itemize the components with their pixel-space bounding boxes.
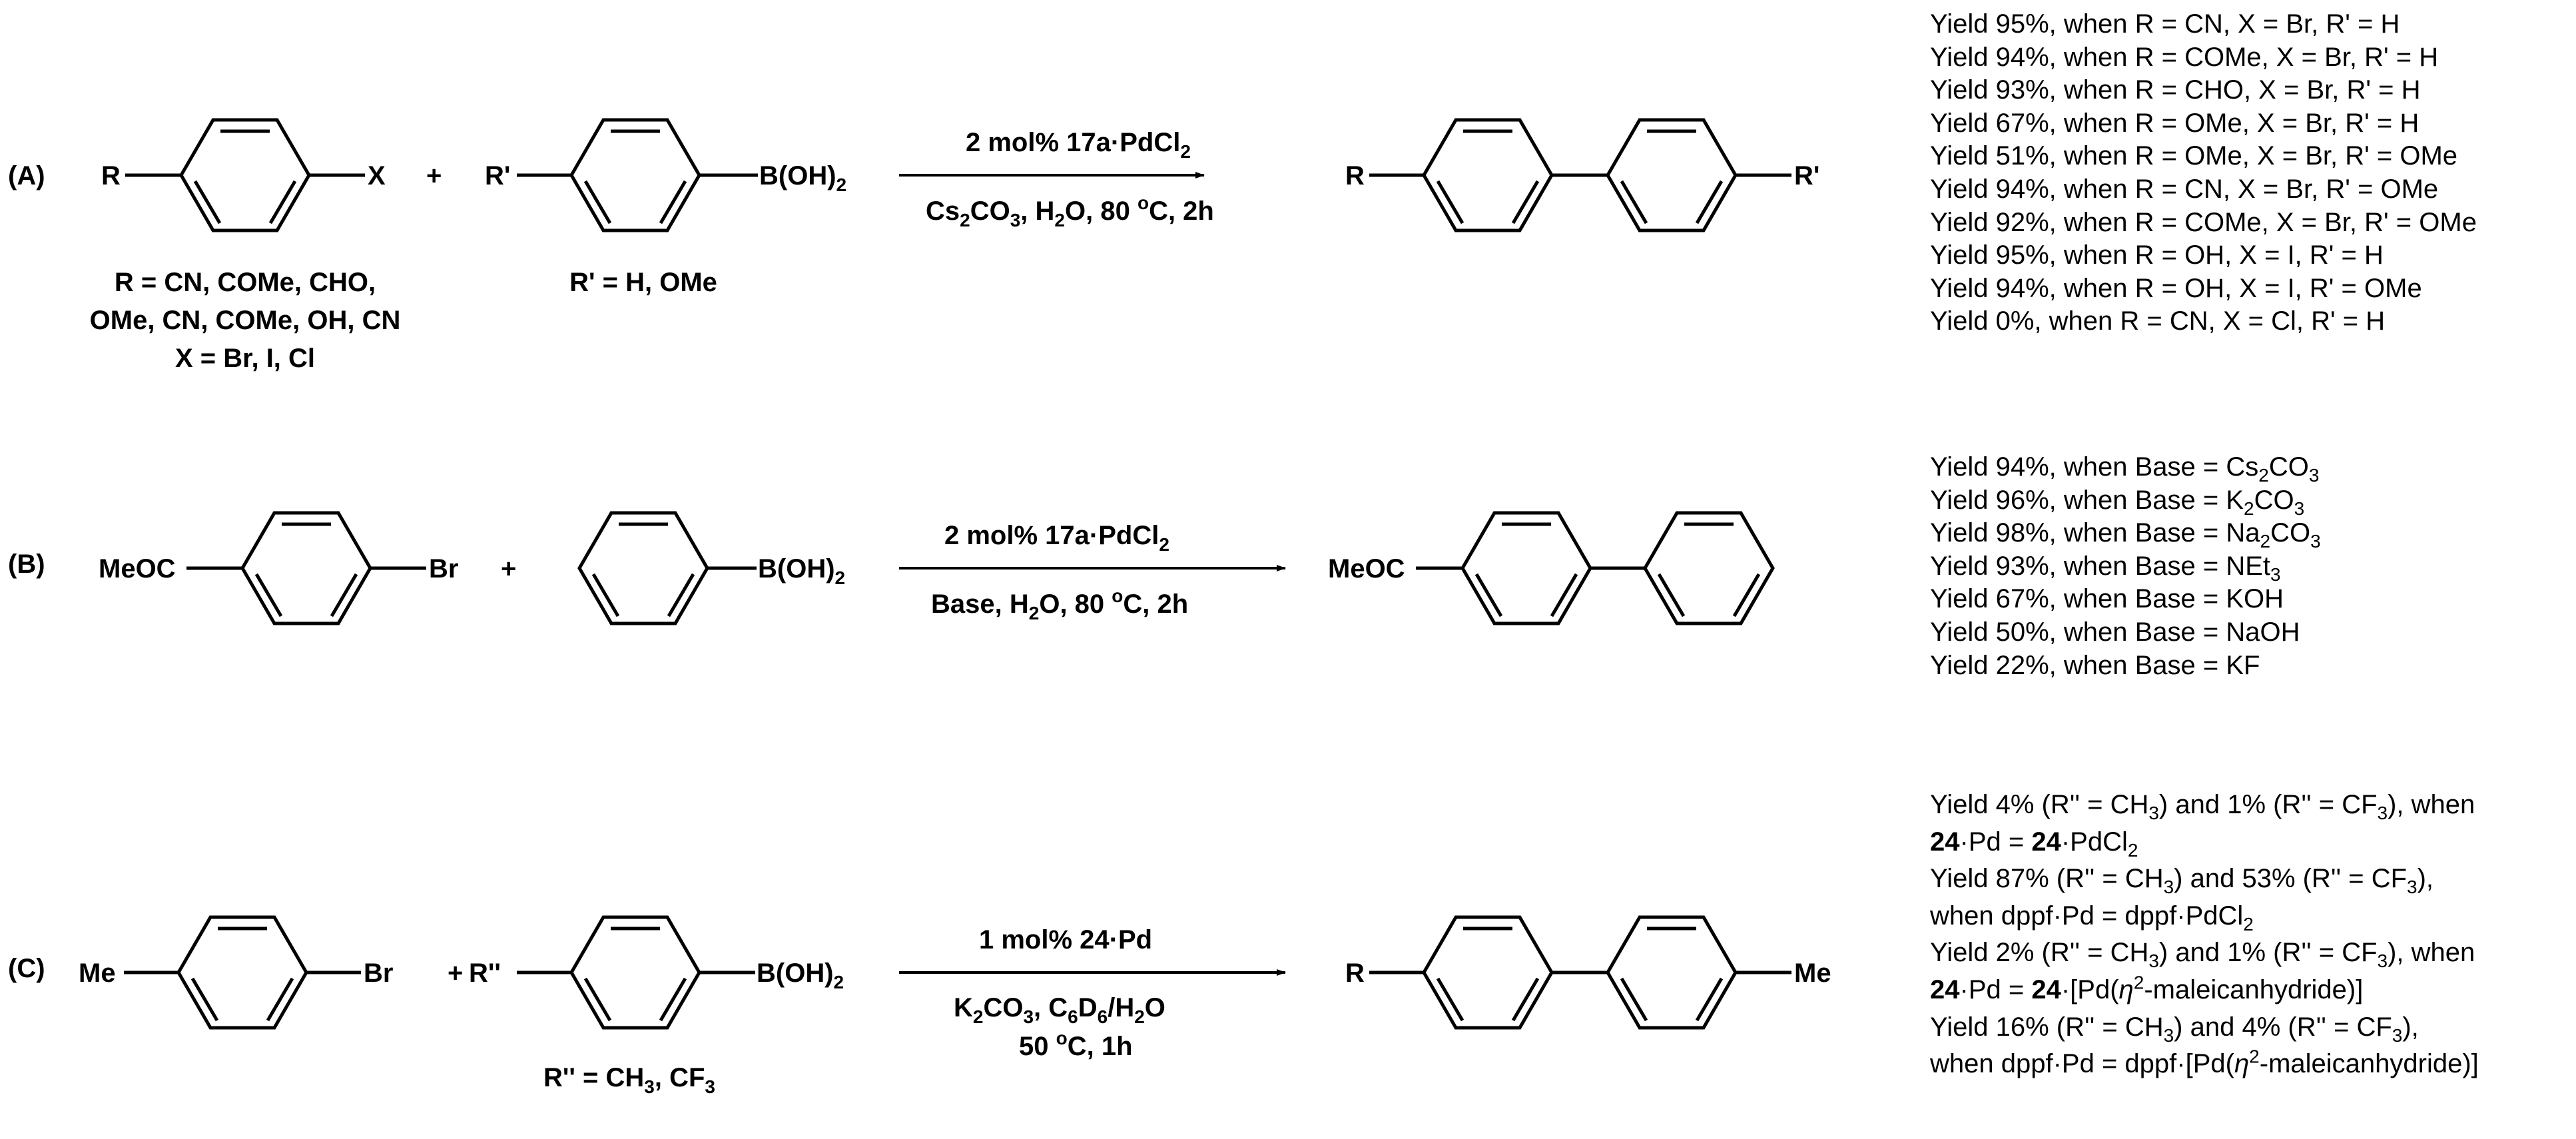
yield-entry: Yield 95%, when R = CN, X = Br, R' = H (1930, 9, 2400, 39)
boronic-acid-group: B(OH)2 (758, 554, 845, 588)
benzene-ring (1424, 120, 1552, 230)
yield-entry: Yield 22%, when Base = KF (1930, 650, 2260, 680)
yield-entry-catalyst: when dppf·Pd = dppf·[Pd(η2-maleicanhydri… (1930, 1046, 2479, 1079)
yield-entry: Yield 95%, when R = OH, X = I, R' = H (1930, 240, 2384, 270)
note-a-x-groups: X = Br, I, Cl (175, 344, 315, 373)
conditions-c-line3: 50 oC, 1h (1019, 1028, 1133, 1061)
benzene-ring (571, 120, 699, 230)
note-a-r-groups-line2: OMe, CN, COMe, OH, CN (90, 306, 401, 335)
conditions-a-line2: Cs2CO3, H2O, 80 oC, 2h (926, 192, 1214, 230)
yield-entry: Yield 16% (R'' = CH3) and 4% (R'' = CF3)… (1930, 1012, 2419, 1046)
reactant-a1-left-group: R (101, 161, 121, 190)
yield-entry: Yield 67%, when Base = KOH (1930, 584, 2284, 614)
benzene-ring (571, 917, 699, 1028)
yield-entry: Yield 51%, when R = OMe, X = Br, R' = OM… (1930, 141, 2458, 171)
scheme-a: (A) R X + R' B(OH)2 2 mol% 17a·PdCl2 Cs2… (8, 120, 1819, 373)
reactant-c2-left-group: R'' (469, 958, 501, 988)
benzene-ring (181, 120, 309, 230)
product-a-left-group: R (1345, 161, 1365, 190)
reactant-c2-boronic-acid: R'' B(OH)2 (469, 917, 844, 1028)
conditions-b-line1: 2 mol% 17a·PdCl2 (944, 521, 1169, 555)
scheme-a-label: (A) (8, 161, 45, 190)
product-c-biaryl: R Me (1345, 917, 1831, 1028)
reactant-a1-right-group: X (368, 161, 386, 190)
scheme-b-label: (B) (8, 550, 45, 579)
yields-list-b: Yield 94%, when Base = Cs2CO3 Yield 96%,… (1930, 451, 2321, 682)
reactant-a2-boronic-acid: R' B(OH)2 (485, 120, 846, 230)
benzene-ring (1424, 917, 1552, 1028)
reactant-b1-right-group: Br (429, 554, 458, 583)
reactant-c1-right-group: Br (364, 958, 393, 988)
yield-entry: Yield 2% (R'' = CH3) and 1% (R'' = CF3),… (1930, 938, 2475, 972)
plus-sign-b: + (501, 554, 516, 583)
yield-entry: Yield 92%, when R = COMe, X = Br, R' = O… (1930, 207, 2477, 237)
yield-entry-catalyst: 24·Pd = 24·[Pd(η2-maleicanhydride)] (1930, 972, 2364, 1004)
product-a-biaryl: R R' (1345, 120, 1819, 230)
reactant-a2-left-group: R' (485, 161, 510, 190)
reactant-b1-left-group: MeOC (99, 554, 176, 583)
reactant-c1-left-group: Me (79, 958, 116, 988)
yields-list-c: Yield 4% (R'' = CH3) and 1% (R'' = CF3),… (1930, 787, 2479, 1083)
scheme-b: (B) MeOC Br + B(OH)2 2 mol% 17a·PdCl2 Ba… (8, 513, 1773, 623)
boronic-acid-group: B(OH)2 (757, 958, 844, 992)
conditions-c-line1: 1 mol% 24·Pd (979, 925, 1152, 954)
yields-list-a: Yield 95%, when R = CN, X = Br, R' = H Y… (1930, 8, 2477, 338)
benzene-ring (1608, 120, 1736, 230)
scheme-c-label: (C) (8, 954, 45, 983)
product-a-right-group: R' (1794, 161, 1819, 190)
benzene-ring (178, 917, 306, 1028)
yield-entry: Yield 94%, when R = COMe, X = Br, R' = H (1930, 42, 2439, 72)
note-a-r-prime: R' = H, OMe (569, 268, 717, 297)
yield-entry: Yield 87% (R'' = CH3) and 53% (R'' = CF3… (1930, 864, 2434, 898)
conditions-a-line1: 2 mol% 17a·PdCl2 (966, 128, 1191, 162)
reactant-c1-aryl-bromide: Me Br (79, 917, 393, 1028)
yield-entry: Yield 94%, when R = CN, X = Br, R' = OMe (1930, 174, 2439, 204)
yield-entry: Yield 93%, when R = CHO, X = Br, R' = H (1930, 75, 2421, 105)
yield-entry: Yield 4% (R'' = CH3) and 1% (R'' = CF3),… (1930, 790, 2475, 823)
yield-entry: Yield 0%, when R = CN, X = Cl, R' = H (1930, 306, 2386, 336)
note-a-r-groups-line1: R = CN, COMe, CHO, (115, 268, 376, 297)
benzene-ring (1608, 917, 1736, 1028)
conditions-b-line2: Base, H2O, 80 oC, 2h (931, 585, 1188, 623)
benzene-ring (242, 513, 370, 623)
conditions-c-line2: K2CO3, C6D6/H2O (954, 993, 1165, 1027)
note-c-r-double-prime: R'' = CH3, CF3 (543, 1063, 715, 1097)
yield-entry-catalyst: when dppf·Pd = dppf·PdCl2 (1930, 901, 2254, 935)
benzene-ring (579, 513, 707, 623)
product-b-left-group: MeOC (1328, 554, 1405, 583)
boronic-acid-group: B(OH)2 (759, 161, 846, 195)
yield-entry: Yield 96%, when Base = K2CO3 (1930, 485, 2305, 519)
yield-entry: Yield 93%, when Base = NEt3 (1930, 551, 2281, 585)
product-c-right-group: Me (1794, 958, 1831, 988)
yield-entry: Yield 94%, when Base = Cs2CO3 (1930, 452, 2320, 486)
benzene-ring (1462, 513, 1590, 623)
benzene-ring (1645, 513, 1773, 623)
plus-sign-c: + (448, 958, 463, 988)
yield-entry: Yield 98%, when Base = Na2CO3 (1930, 518, 2321, 552)
yield-entry: Yield 50%, when Base = NaOH (1930, 617, 2300, 647)
product-b-biaryl: MeOC (1328, 513, 1773, 623)
yield-entry-catalyst: 24·Pd = 24·PdCl2 (1930, 827, 2138, 861)
reactant-b2-phenylboronic-acid: B(OH)2 (579, 513, 845, 623)
reactant-a1-aryl-halide: R X (101, 120, 386, 230)
reactant-b1-aryl-bromide: MeOC Br (99, 513, 458, 623)
yield-entry: Yield 94%, when R = OH, X = I, R' = OMe (1930, 273, 2422, 303)
plus-sign-a: + (426, 161, 442, 190)
scheme-c: (C) Me Br + R'' B(OH)2 1 mol% 24·Pd K2CO… (8, 917, 1831, 1097)
yield-entry: Yield 67%, when R = OMe, X = Br, R' = H (1930, 108, 2419, 138)
product-c-left-group: R (1345, 958, 1365, 988)
